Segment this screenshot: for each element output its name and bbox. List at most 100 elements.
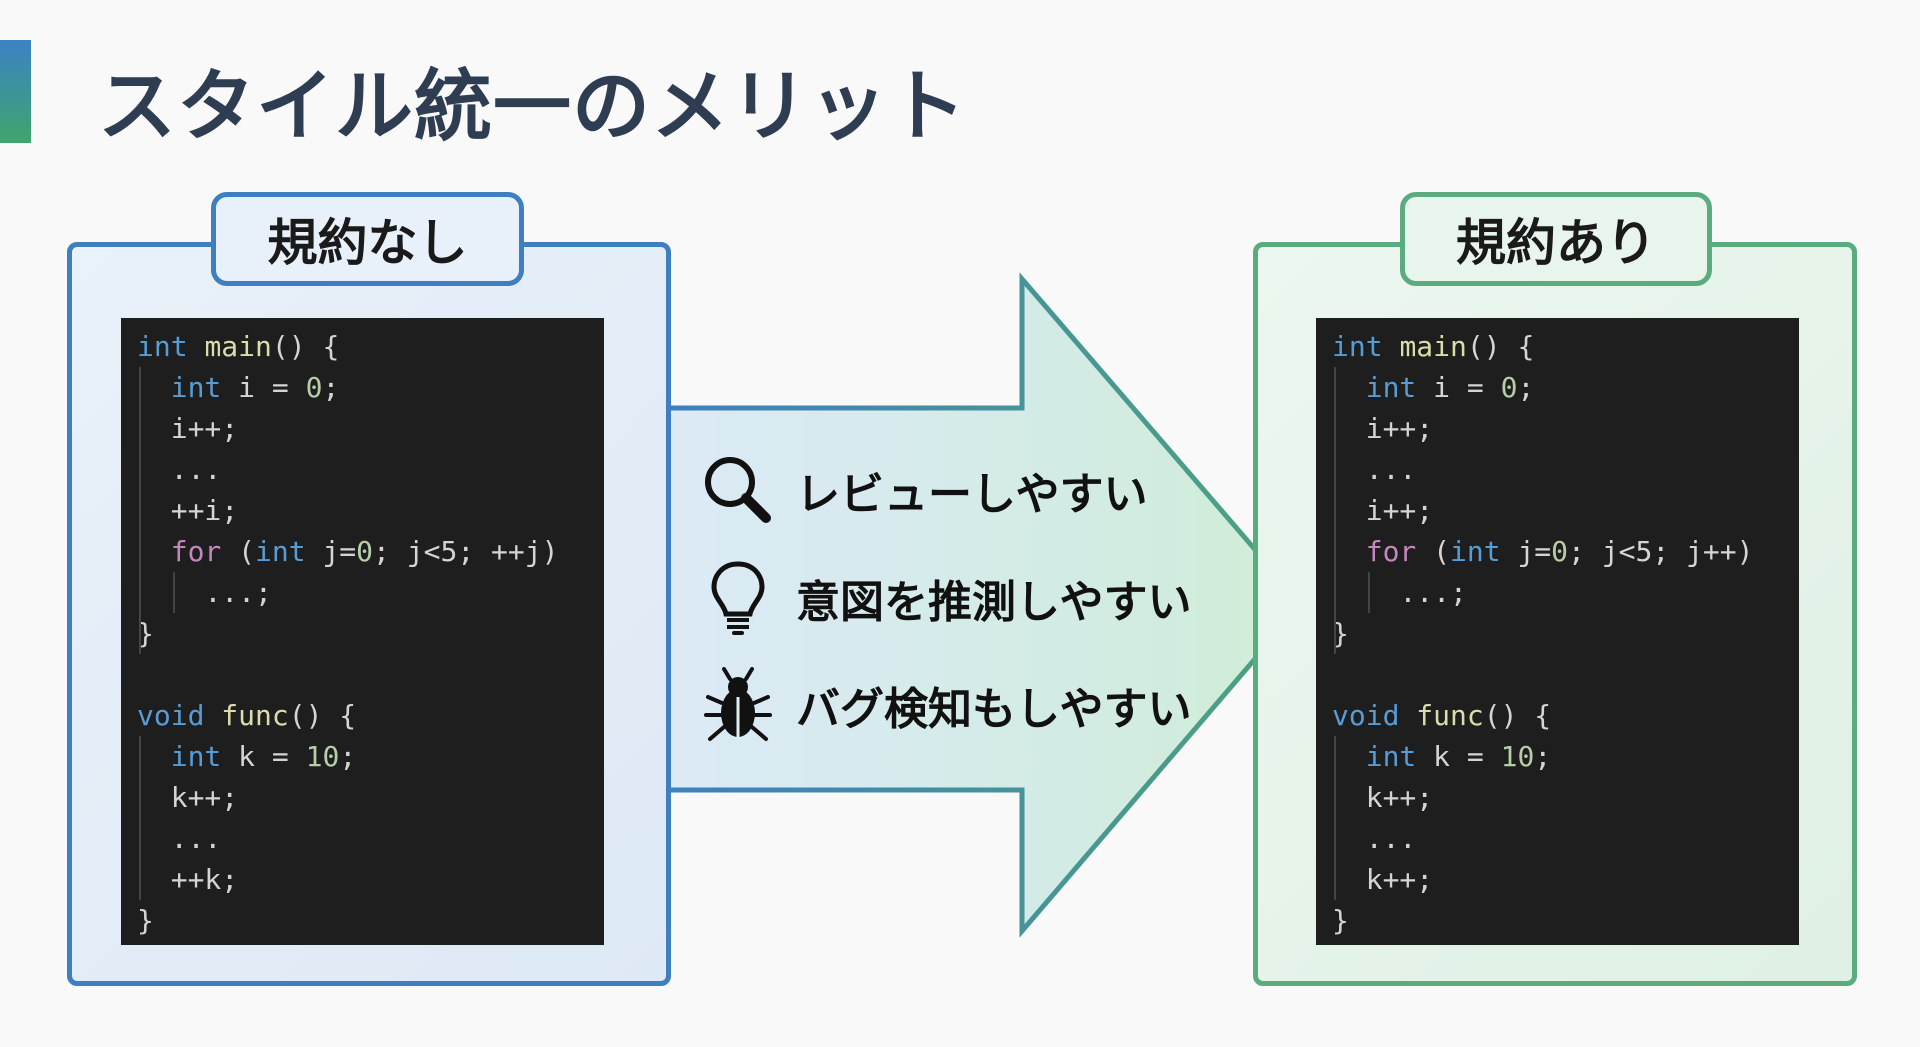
code-token: int bbox=[1450, 535, 1501, 568]
code-block-no-convention: int main() { int i = 0; i++; ... ++i; fo… bbox=[121, 318, 604, 945]
code-line: i++; bbox=[1332, 408, 1799, 449]
code-line: int i = 0; bbox=[1332, 367, 1799, 408]
code-line: ++i; bbox=[137, 490, 604, 531]
indent-guide bbox=[1368, 572, 1370, 613]
code-token: int bbox=[1365, 740, 1417, 773]
code-line: ... bbox=[137, 818, 604, 859]
code-token: } bbox=[137, 904, 154, 937]
code-token bbox=[1383, 330, 1400, 363]
code-token: i++; bbox=[1365, 412, 1434, 445]
code-token: 10 bbox=[1500, 740, 1535, 773]
code-token: k = bbox=[221, 740, 306, 773]
code-token: ...; bbox=[1399, 576, 1467, 609]
code-line: int k = 10; bbox=[1332, 736, 1799, 777]
code-token: k = bbox=[1416, 740, 1501, 773]
code-token: ; bbox=[322, 371, 340, 404]
code-token: 0 bbox=[305, 371, 323, 404]
code-token: } bbox=[1332, 617, 1349, 650]
code-line: ... bbox=[1332, 818, 1799, 859]
code-token: k++; bbox=[1365, 781, 1434, 814]
bug-icon bbox=[700, 667, 776, 743]
code-token bbox=[204, 699, 221, 732]
code-token: 0 bbox=[356, 535, 374, 568]
code-line: for (int j=0; j<5; j++) bbox=[1332, 531, 1799, 572]
code-line: k++; bbox=[1332, 777, 1799, 818]
code-token: func bbox=[1416, 699, 1484, 732]
code-token: ; j<5; j++) bbox=[1568, 535, 1754, 568]
code-token: ...; bbox=[204, 576, 272, 609]
code-token: ++k; bbox=[170, 863, 239, 896]
code-token: () { bbox=[1466, 330, 1535, 363]
code-token: 10 bbox=[305, 740, 340, 773]
code-token: () { bbox=[1483, 699, 1552, 732]
code-token: i = bbox=[1416, 371, 1501, 404]
code-token: int bbox=[170, 371, 222, 404]
code-line: for (int j=0; j<5; ++j) bbox=[137, 531, 604, 572]
code-token: ... bbox=[170, 453, 222, 486]
code-token: ; bbox=[1534, 740, 1552, 773]
code-token: int bbox=[1332, 330, 1383, 363]
code-line: ...; bbox=[1332, 572, 1799, 613]
code-token: j= bbox=[305, 535, 357, 568]
code-line: i++; bbox=[137, 408, 604, 449]
code-token: j= bbox=[1500, 535, 1552, 568]
code-token: i++; bbox=[170, 412, 239, 445]
benefit-item: バグ検知もしやすい bbox=[700, 667, 1192, 743]
code-line: i++; bbox=[1332, 490, 1799, 531]
code-token: } bbox=[137, 617, 154, 650]
code-token: ... bbox=[1365, 453, 1417, 486]
code-line: } bbox=[1332, 613, 1799, 654]
code-line: } bbox=[137, 613, 604, 654]
code-token: k++; bbox=[170, 781, 239, 814]
code-line bbox=[1332, 654, 1799, 695]
benefit-item: レビューしやすい bbox=[700, 452, 1148, 528]
code-token: i++; bbox=[1365, 494, 1434, 527]
code-token: int bbox=[170, 740, 222, 773]
benefit-text: レビューしやすい bbox=[796, 469, 1148, 520]
code-token bbox=[188, 330, 205, 363]
code-block-with-convention: int main() { int i = 0; i++; ... i++; fo… bbox=[1316, 318, 1799, 945]
indent-guide bbox=[139, 367, 141, 654]
code-token: void bbox=[1332, 699, 1400, 732]
lightbulb-icon bbox=[700, 560, 776, 636]
benefit-text: バグ検知もしやすい bbox=[796, 684, 1192, 735]
code-token: } bbox=[1332, 904, 1349, 937]
indent-guide bbox=[173, 572, 175, 613]
code-line: ... bbox=[1332, 449, 1799, 490]
with-convention-label: 規約あり bbox=[1400, 192, 1712, 286]
code-line: ...; bbox=[137, 572, 604, 613]
code-token: ; j<5; ++j) bbox=[373, 535, 559, 568]
code-token: 0 bbox=[1551, 535, 1569, 568]
code-token: () { bbox=[271, 330, 340, 363]
code-token: main bbox=[1399, 330, 1467, 363]
indent-guide bbox=[1334, 367, 1336, 654]
code-token: ... bbox=[170, 822, 222, 855]
title-accent-bar bbox=[0, 40, 31, 143]
code-token: int bbox=[1365, 371, 1417, 404]
code-token: ... bbox=[1365, 822, 1417, 855]
code-line: int main() { bbox=[1332, 326, 1799, 367]
code-token: int bbox=[137, 330, 188, 363]
code-line: int i = 0; bbox=[137, 367, 604, 408]
code-token: ; bbox=[339, 740, 357, 773]
code-line: ++k; bbox=[137, 859, 604, 900]
magnifier-icon bbox=[700, 452, 776, 528]
code-line: ... bbox=[137, 449, 604, 490]
code-token: for bbox=[1365, 535, 1417, 568]
code-token: i = bbox=[221, 371, 306, 404]
benefit-text: 意図を推測しやすい bbox=[796, 577, 1192, 628]
code-line bbox=[137, 654, 604, 695]
code-line: int k = 10; bbox=[137, 736, 604, 777]
code-token: ( bbox=[1416, 535, 1451, 568]
code-token: 0 bbox=[1500, 371, 1518, 404]
code-token: for bbox=[170, 535, 222, 568]
code-line: k++; bbox=[1332, 859, 1799, 900]
code-token: main bbox=[204, 330, 272, 363]
indent-guide bbox=[1334, 736, 1336, 900]
code-line: void func() { bbox=[1332, 695, 1799, 736]
code-line: } bbox=[1332, 900, 1799, 941]
code-token: ; bbox=[1517, 371, 1535, 404]
code-line: void func() { bbox=[137, 695, 604, 736]
code-token: int bbox=[255, 535, 306, 568]
code-token bbox=[1399, 699, 1416, 732]
